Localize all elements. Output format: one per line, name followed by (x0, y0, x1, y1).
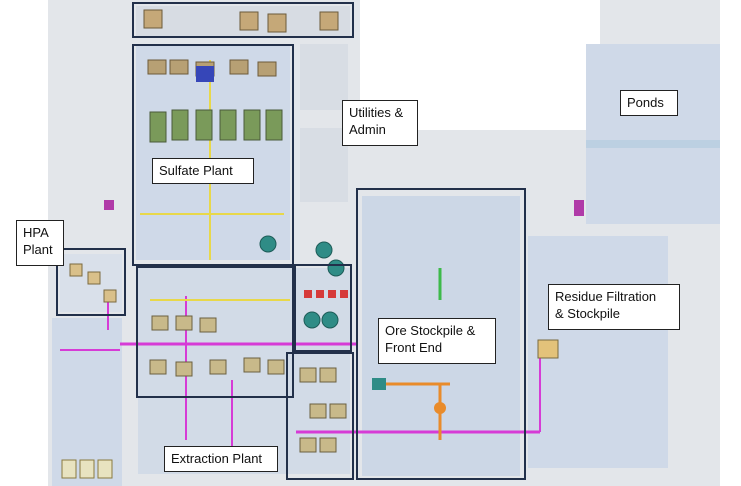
tank (97, 459, 113, 479)
process-unit (329, 403, 347, 419)
ponds-road (586, 140, 720, 148)
ponds-area (586, 44, 720, 224)
process-unit (243, 109, 261, 141)
extraction-plant-label: Extraction Plant (164, 446, 278, 472)
tank (61, 459, 77, 479)
building (319, 11, 339, 31)
process-unit (319, 367, 337, 383)
utilities-basin-1 (300, 44, 348, 110)
control-building (196, 66, 214, 82)
process-unit (265, 109, 283, 141)
building (143, 9, 163, 29)
process-unit (87, 271, 101, 285)
process-unit (69, 263, 83, 277)
ponds-label: Ponds (620, 90, 678, 116)
process-unit (309, 403, 327, 419)
ore-stockpile-label: Ore Stockpile & Front End (378, 318, 496, 364)
process-unit (195, 109, 213, 141)
tank (259, 235, 277, 253)
process-unit (103, 289, 117, 303)
purple-equipment (104, 200, 114, 210)
process-unit (267, 359, 285, 375)
utilities-admin-label: Utilities & Admin (342, 100, 418, 146)
red-equipment (328, 290, 336, 298)
process-unit (169, 59, 189, 75)
process-unit (171, 109, 189, 141)
filtration-building (537, 339, 559, 359)
red-equipment (340, 290, 348, 298)
process-unit (229, 59, 249, 75)
tank (79, 459, 95, 479)
building (267, 13, 287, 33)
ore-equipment (372, 378, 386, 390)
tank (315, 241, 333, 259)
purple-equipment (574, 200, 584, 216)
sulfate-plant-label: Sulfate Plant (152, 158, 254, 184)
red-equipment (316, 290, 324, 298)
utilities-basin-2 (300, 128, 348, 202)
process-unit (219, 109, 237, 141)
ore-equipment (434, 402, 446, 414)
process-unit (149, 111, 167, 143)
sulfate-plant-outline (132, 44, 294, 266)
residue-filtration-label: Residue Filtration & Stockpile (548, 284, 680, 330)
building (239, 11, 259, 31)
process-unit (175, 361, 193, 377)
process-unit (147, 59, 167, 75)
process-unit (199, 317, 217, 333)
process-unit (243, 357, 261, 373)
top-building-outline (132, 2, 354, 38)
process-unit (299, 367, 317, 383)
ore-stockpile-outline (356, 188, 526, 480)
process-unit (257, 61, 277, 77)
process-unit (209, 359, 227, 375)
process-unit (299, 437, 317, 453)
red-equipment (304, 290, 312, 298)
west-pad (52, 318, 122, 486)
tank (321, 311, 339, 329)
utilities-outline (294, 264, 352, 352)
process-unit (151, 315, 169, 331)
hpa-plant-outline (56, 248, 126, 316)
extraction-plant-outline (136, 266, 294, 398)
process-unit (149, 359, 167, 375)
tank (303, 311, 321, 329)
process-unit (319, 437, 337, 453)
hpa-plant-label: HPA Plant (16, 220, 64, 266)
process-unit (175, 315, 193, 331)
extraction-plant-lower-outline (286, 352, 354, 480)
